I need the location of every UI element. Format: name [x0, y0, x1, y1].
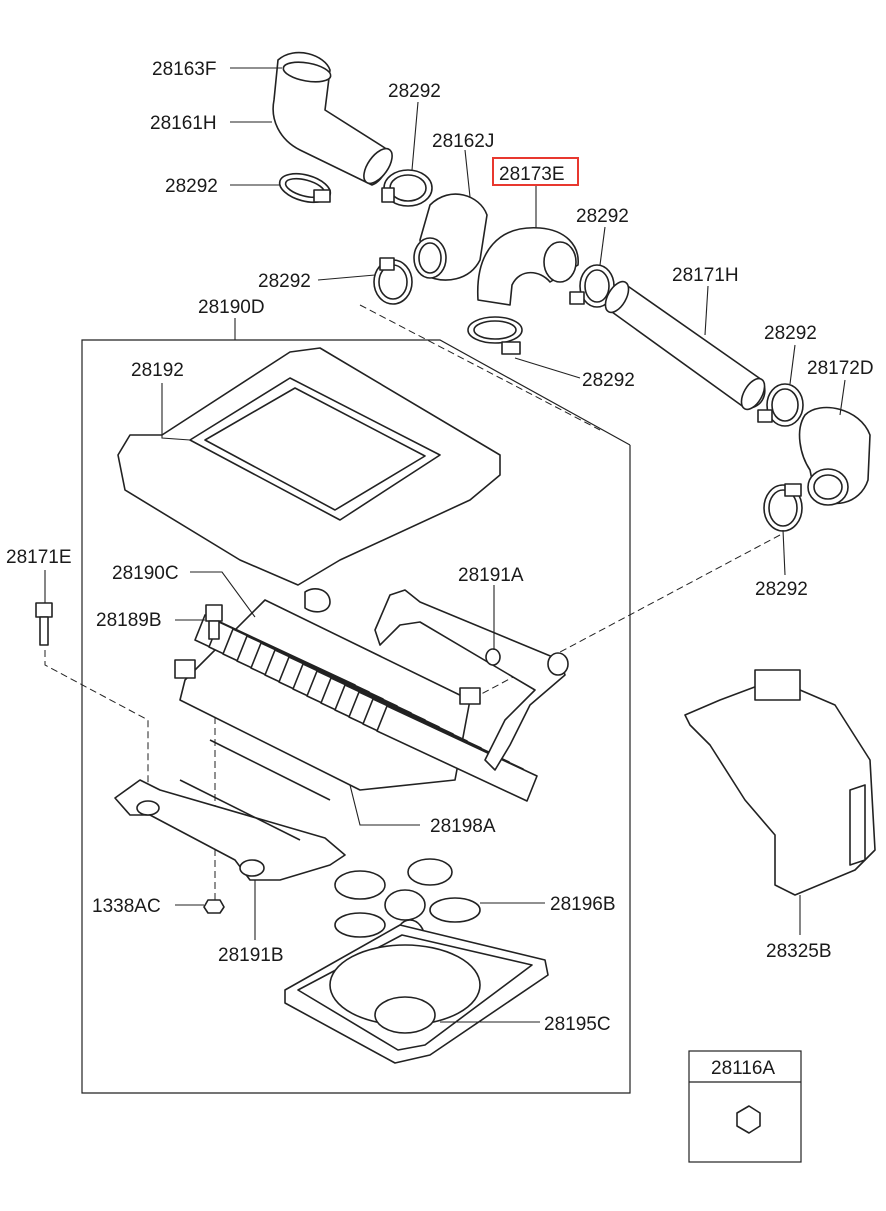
label-1338ac: 1338AC [92, 896, 161, 917]
clamp-28292-upper-right [757, 383, 804, 427]
label-28163f: 28163F [152, 59, 216, 80]
hose-28172d [798, 406, 871, 506]
part-labels: 28163F 28161H 28292 28292 28162J 28173E … [6, 59, 874, 1079]
cover-28192 [117, 347, 501, 586]
clamp-28292-upper [381, 169, 433, 207]
intercooler-core-28190c [174, 588, 538, 802]
label-28292-e: 28292 [764, 323, 817, 344]
label-28172d: 28172D [807, 358, 874, 379]
label-28292-d: 28292 [258, 271, 311, 292]
duct-28325b [684, 669, 876, 896]
label-28189b: 28189B [96, 610, 162, 631]
label-28190d: 28190D [198, 297, 265, 318]
intercooler-fin [376, 705, 538, 802]
shroud-28195c [284, 924, 549, 1064]
label-28171e: 28171E [6, 547, 72, 568]
clamp-28292-left [278, 172, 332, 204]
hose-28162j [413, 193, 488, 281]
label-28116a: 28116A [711, 1058, 775, 1079]
clamp-28292-right [569, 264, 615, 308]
label-28191b: 28191B [218, 945, 284, 966]
label-28292-c: 28292 [576, 206, 629, 227]
label-28190c: 28190C [112, 563, 179, 584]
clamp-28292-lower-right [763, 483, 803, 532]
label-28161h: 28161H [150, 113, 217, 134]
bolt-28189b [205, 604, 223, 640]
label-28173e: 28173E [499, 164, 565, 185]
highlight-box-28173e [492, 157, 579, 186]
hose-28171h [604, 280, 766, 411]
part-box-28116a [688, 1050, 802, 1163]
label-28292-a: 28292 [388, 81, 441, 102]
label-28198a: 28198A [430, 816, 496, 837]
nut-1338ac [203, 899, 225, 914]
label-28292-b: 28292 [165, 176, 218, 197]
label-28292-f: 28292 [582, 370, 635, 391]
bracket-28191a [374, 589, 569, 771]
hose-28173e [477, 227, 579, 306]
label-28196b: 28196B [550, 894, 616, 915]
label-28292-g: 28292 [755, 579, 808, 600]
label-28171h: 28171H [672, 265, 739, 286]
label-28192: 28192 [131, 360, 184, 381]
hose-28161h [272, 51, 393, 186]
label-28162j: 28162J [432, 131, 494, 152]
bolt-28171e [35, 602, 53, 646]
bracket-28191b [114, 739, 346, 881]
leader-lines [44, 67, 846, 1023]
label-28195c: 28195C [544, 1014, 611, 1035]
label-28325b: 28325B [766, 941, 832, 962]
assembly-frame [81, 339, 631, 1094]
clamp-28292-lower [467, 316, 523, 355]
label-28191a: 28191A [458, 565, 524, 586]
clamp-28292-mid [373, 257, 413, 305]
